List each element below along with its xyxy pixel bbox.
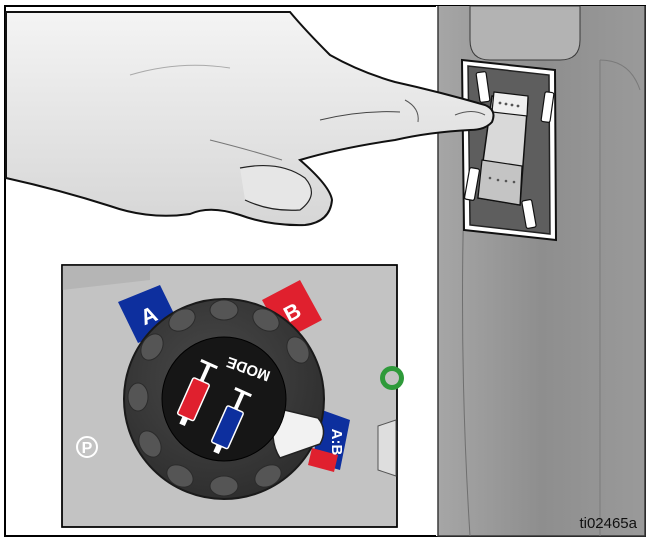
mode-panel-inset: A B A:B P xyxy=(62,265,404,527)
figure-id-label: ti02465a xyxy=(579,515,637,532)
cup-icon xyxy=(378,420,396,476)
tab-ab-label: A:B xyxy=(328,429,345,456)
park-symbol-label: P xyxy=(82,440,93,457)
mode-dial-icon: MODE xyxy=(124,299,324,499)
